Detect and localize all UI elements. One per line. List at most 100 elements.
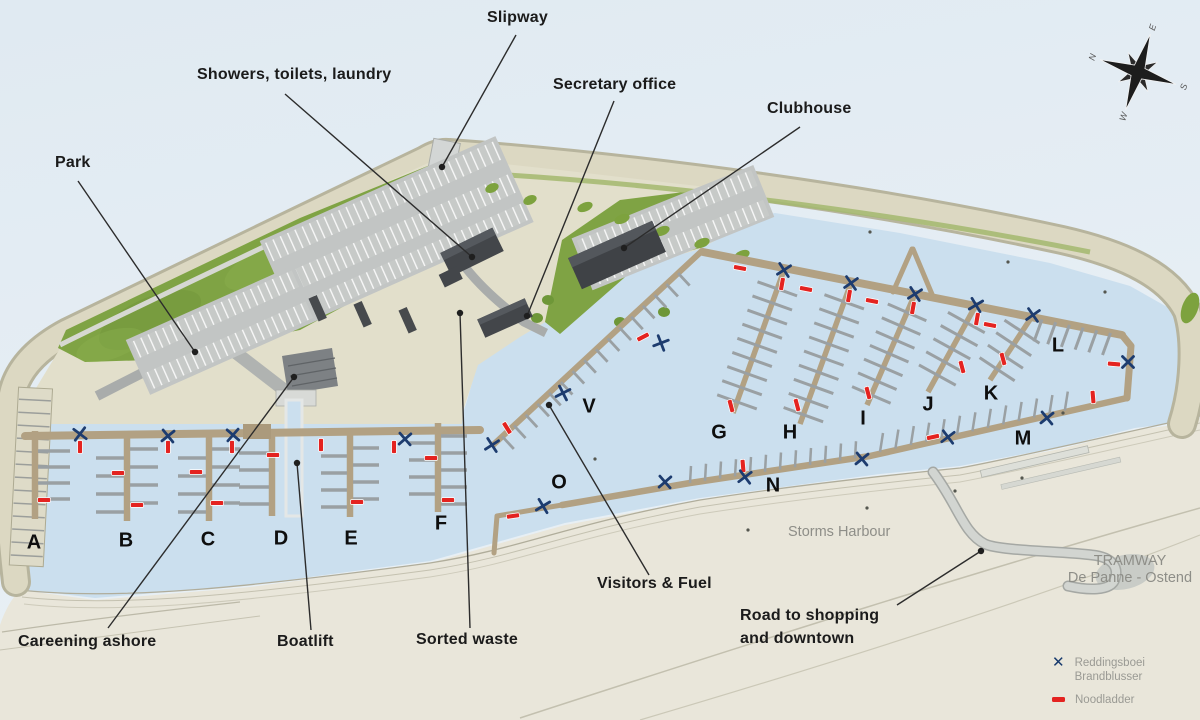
emergency-ladder-marker	[77, 440, 83, 454]
pier-label-C: C	[200, 528, 216, 551]
emergency-ladder-marker	[506, 512, 520, 520]
label-storms-harbour: Storms Harbour	[788, 524, 891, 540]
parking-lot-main	[259, 136, 534, 327]
emergency-ladder-marker	[350, 499, 364, 505]
emergency-ladder-marker	[845, 289, 853, 303]
emergency-ladder-marker	[111, 470, 125, 476]
lifebuoy-fire-marker	[554, 384, 572, 402]
emergency-ladder-marker	[926, 433, 940, 441]
lifebuoy-fire-marker	[907, 286, 923, 302]
compass-s: S	[1178, 82, 1189, 91]
pier-label-F: F	[434, 512, 448, 535]
emergency-ladder-marker	[983, 321, 997, 329]
emergency-ladder-marker	[998, 352, 1008, 366]
compass-rose: N E S W	[1087, 22, 1190, 122]
mainland	[0, 415, 1200, 720]
legend-lifebuoy-row: ✕ Reddingsboei Brandblusser	[1052, 653, 1145, 684]
lifebuoy-fire-marker	[225, 427, 241, 443]
lifebuoy-fire-marker	[484, 437, 500, 453]
lifebuoy-fire-marker	[843, 275, 859, 291]
coast-green-strip	[454, 169, 1091, 255]
emergency-ladder-marker	[1089, 390, 1097, 404]
parking-lot-west	[125, 265, 319, 395]
breakwater	[0, 137, 1200, 597]
emergency-ladder-marker	[1107, 360, 1121, 368]
pier-label-L: L	[1051, 334, 1065, 357]
lifebuoy-fire-marker	[1025, 307, 1041, 323]
emergency-ladder-marker	[424, 455, 438, 461]
pier-label-B: B	[118, 529, 134, 552]
emergency-ladder-marker	[37, 497, 51, 503]
emergency-ladder-marker	[266, 452, 280, 458]
legend-ladder-row: Noodladder	[1052, 693, 1145, 707]
pier-label-M: M	[1014, 427, 1032, 450]
pier-label-N: N	[765, 474, 781, 497]
bollard-dots	[593, 230, 1107, 532]
storage-sheds	[308, 295, 417, 334]
emergency-ladder-marker	[318, 438, 324, 452]
emergency-ladder-marker	[957, 360, 967, 374]
pier-label-I: I	[860, 407, 866, 430]
pier-label-K: K	[983, 382, 999, 405]
label-secretary: Secretary office	[553, 76, 677, 93]
pier-label-E: E	[344, 527, 358, 550]
label-park: Park	[55, 154, 91, 171]
label-showers: Showers, toilets, laundry	[197, 66, 392, 83]
label-clubhouse: Clubhouse	[767, 100, 852, 117]
emergency-ladder-marker	[636, 331, 650, 343]
lifebuoy-fire-marker	[1121, 355, 1135, 369]
building-clubhouse	[568, 220, 666, 290]
emergency-ladder-marker	[778, 277, 786, 291]
label-tramway-line1: TRAMWAY	[1093, 553, 1167, 569]
legend: ✕ Reddingsboei Brandblusser Noodladder	[1052, 653, 1145, 716]
label-road-line1: Road to shopping	[740, 607, 880, 624]
label-tramway-line2: De Panne - Ostend	[1067, 570, 1193, 586]
road-to-town	[927, 445, 1155, 595]
lifebuoy-fire-marker	[967, 296, 985, 314]
emergency-ladder-marker	[973, 312, 981, 326]
emergency-ladder-marker	[210, 500, 224, 506]
emergency-ladder-marker	[130, 502, 144, 508]
emergency-ladder-marker	[739, 459, 747, 473]
label-careening: Careening ashore	[18, 633, 157, 650]
label-tramway: TRAMWAY De Panne - Ostend	[1055, 553, 1200, 587]
lifebuoy-fire-marker	[776, 262, 792, 278]
emergency-ladder-marker	[501, 421, 513, 435]
pier-label-O: O	[551, 471, 567, 494]
pier-label-V: V	[582, 395, 596, 418]
lifebuoy-fire-marker	[854, 451, 870, 467]
lifebuoy-fire-icon: ✕	[1052, 653, 1065, 671]
east-green-patch	[1180, 292, 1200, 324]
lifebuoy-fire-marker	[534, 497, 552, 515]
lifebuoy-fire-marker	[940, 429, 956, 445]
pier-label-J: J	[922, 393, 934, 416]
label-road-to-shopping: Road to shopping and downtown	[740, 604, 879, 650]
emergency-ladder-marker	[799, 285, 813, 293]
emergency-ladder-marker	[229, 440, 235, 454]
compass-n: N	[1087, 52, 1099, 62]
legend-ladder-label: Noodladder	[1075, 694, 1135, 706]
pier-label-G: G	[711, 421, 727, 444]
label-road-line2: and downtown	[740, 630, 855, 647]
emergency-ladder-marker	[863, 386, 873, 400]
emergency-ladder-marker	[189, 469, 203, 475]
emergency-ladder-marker	[441, 497, 455, 503]
lifebuoy-fire-marker	[737, 469, 753, 485]
emergency-ladder-marker	[391, 440, 397, 454]
building-secretary	[477, 298, 533, 338]
label-slipway: Slipway	[487, 9, 548, 26]
label-boatlift: Boatlift	[277, 633, 334, 650]
pier-label-H: H	[782, 421, 798, 444]
emergency-ladder-marker	[726, 399, 736, 413]
building-showers	[438, 227, 504, 288]
lifebuoy-fire-marker	[1039, 410, 1055, 426]
lifebuoy-fire-marker	[657, 474, 673, 490]
emergency-ladder-marker	[792, 398, 802, 412]
tram-platforms	[979, 445, 1122, 490]
pier-label-A: A	[26, 531, 42, 554]
lifebuoy-fire-marker	[397, 431, 413, 447]
lifebuoy-fire-marker	[72, 426, 88, 442]
pier-label-D: D	[273, 527, 289, 550]
